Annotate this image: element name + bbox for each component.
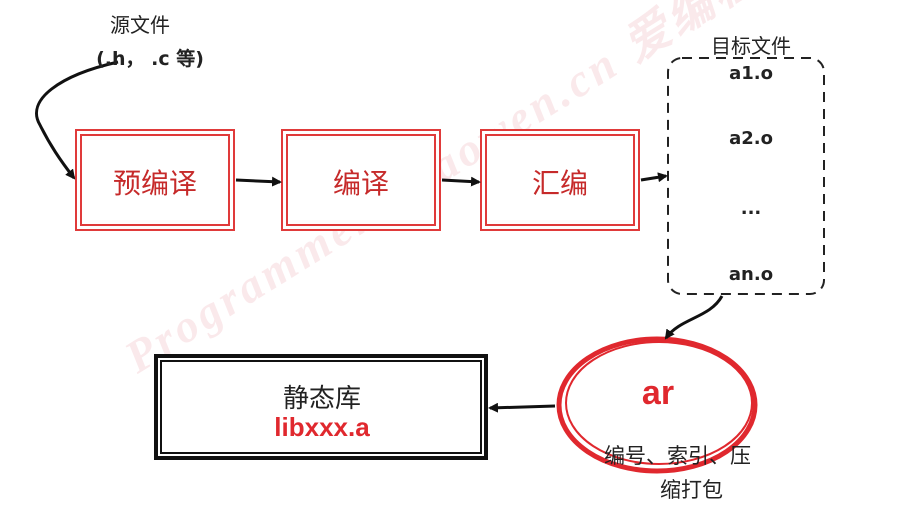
arrow-assemble-to-objects	[640, 172, 668, 183]
ar-description-line1: 编号、索引、压	[604, 444, 751, 468]
ar-tool-label: ar	[641, 374, 675, 412]
stage-box-compile	[281, 129, 441, 231]
static-library-title: 静态库	[282, 384, 361, 414]
object-file-item: a1.o	[729, 63, 773, 84]
object-file-ellipsis: ...	[740, 198, 762, 219]
object-files-title: 目标文件	[711, 34, 791, 58]
stage-label-preprocess: 预编译	[112, 167, 197, 200]
source-files-label: 源文件	[110, 13, 170, 37]
stage-box-assemble	[480, 129, 640, 231]
stage-box-preprocess	[75, 129, 235, 231]
stage-label-assemble: 汇编	[531, 167, 588, 200]
object-file-item: a2.o	[729, 128, 773, 149]
source-files-ext: (.h， .c 等)	[96, 48, 204, 70]
static-library-filename: libxxx.a	[274, 412, 370, 442]
ar-description-line2: 缩打包	[660, 478, 723, 502]
arrow-ar-to-library	[488, 402, 556, 413]
ar-circle	[556, 336, 758, 474]
arrow-compile-to-assemble	[441, 176, 481, 187]
arrow-objects-to-ar	[664, 295, 724, 340]
arrow-source-to-preprocess	[35, 60, 119, 180]
object-files-box	[667, 57, 825, 295]
object-file-item: an.o	[728, 264, 774, 285]
arrow-preprocess-to-compile	[235, 176, 282, 187]
stage-label-compile: 编译	[332, 167, 389, 200]
static-library-box	[154, 354, 488, 460]
